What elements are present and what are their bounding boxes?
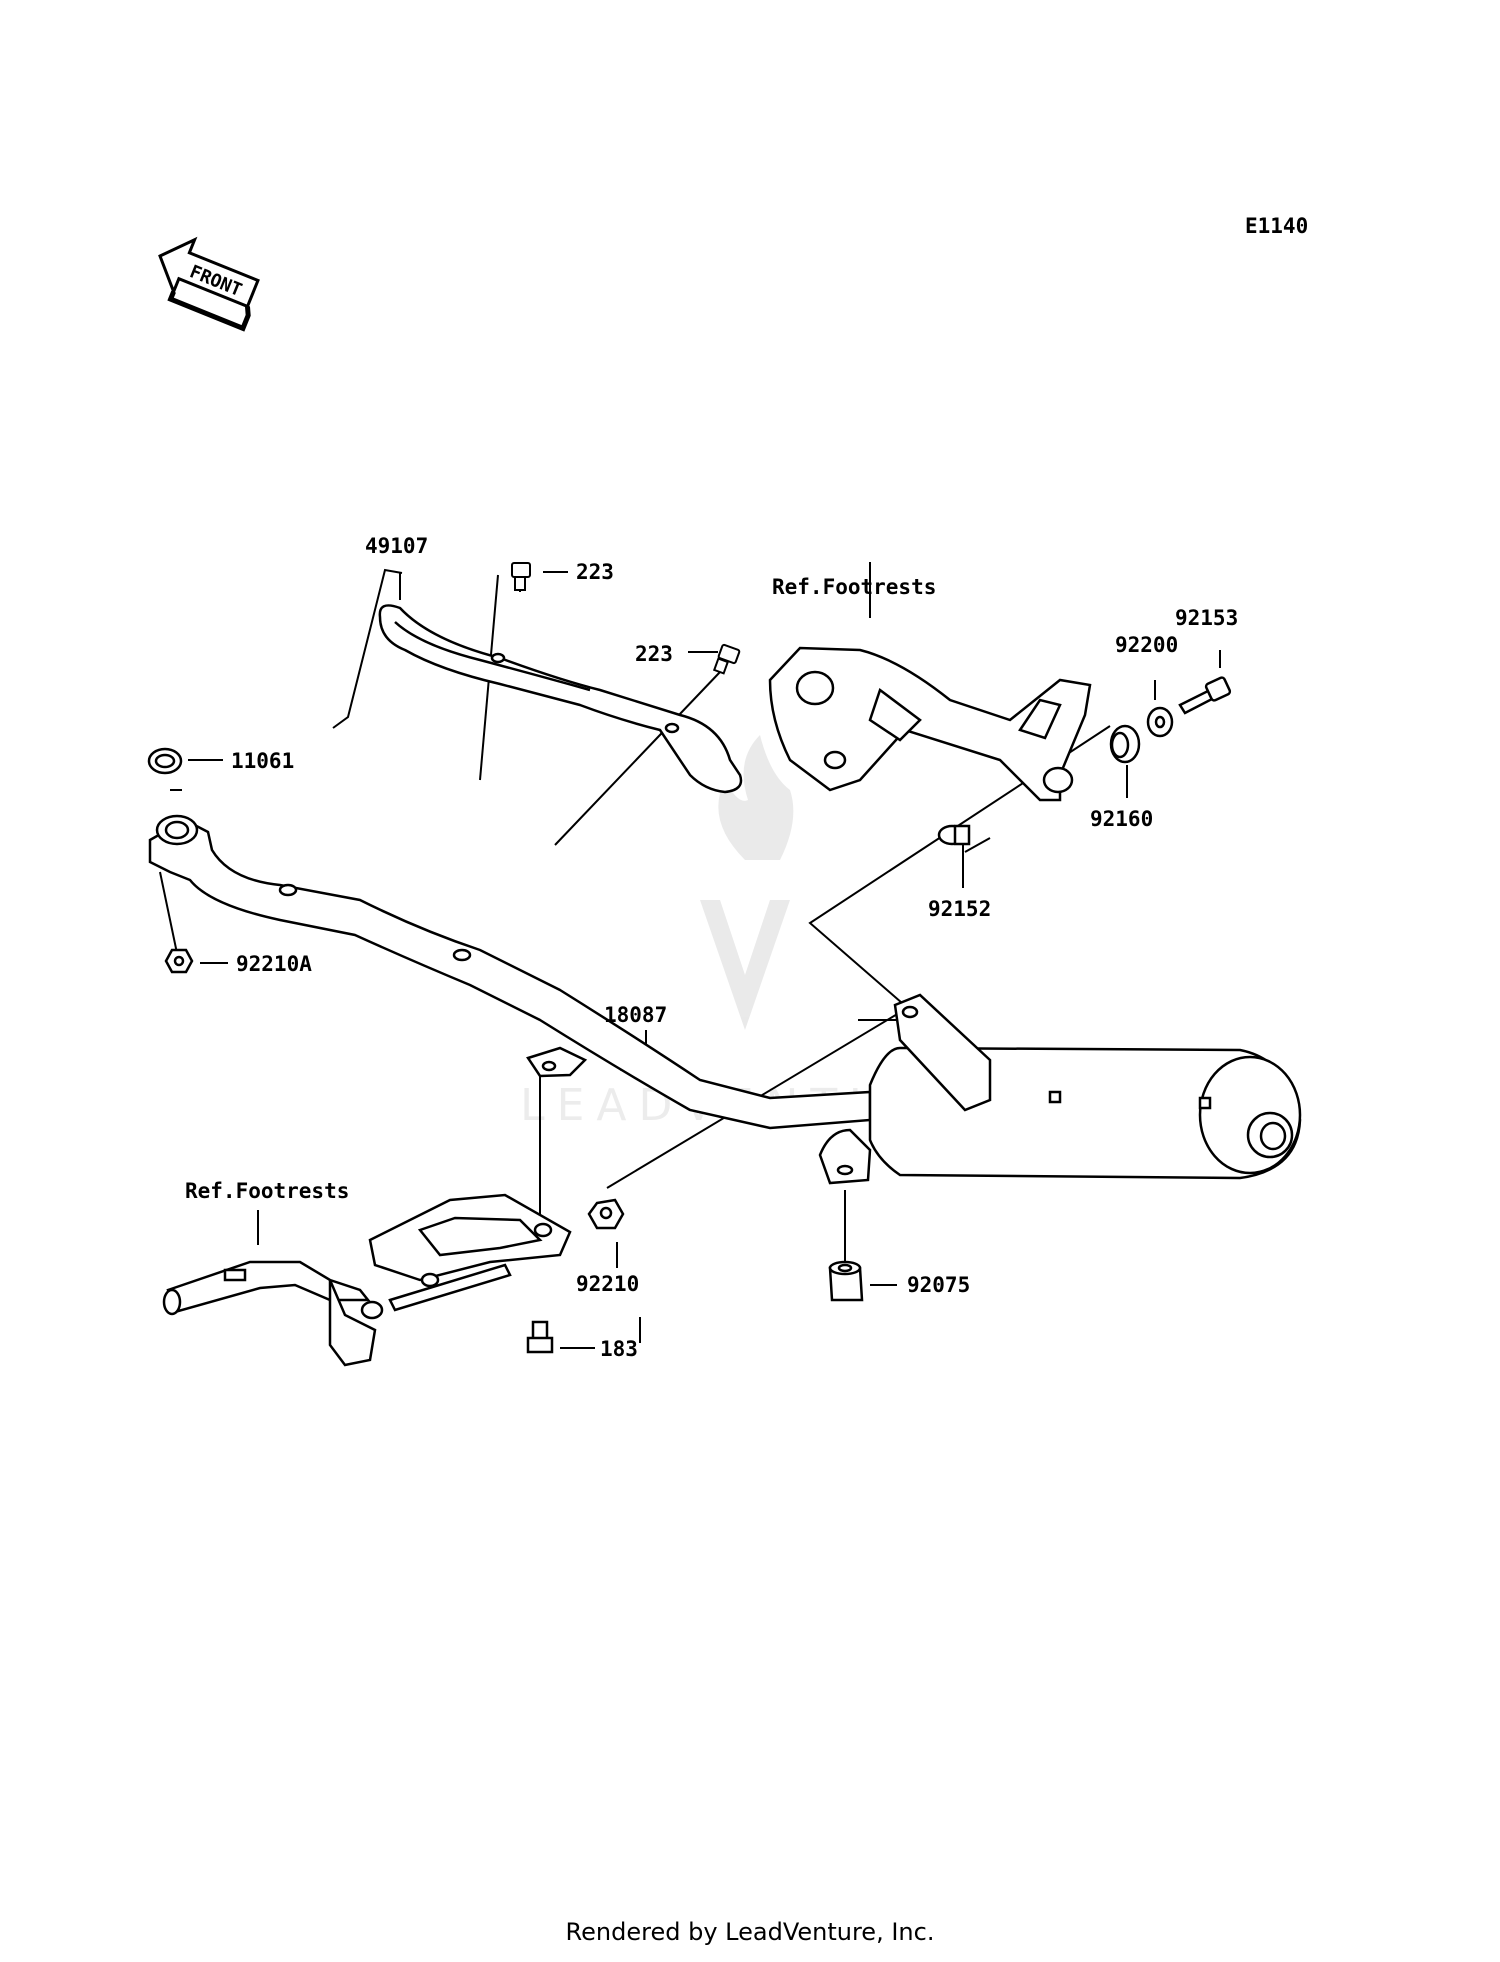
bolt-92153-icon: [1178, 676, 1232, 715]
upper-footrest-bracket-part: [768, 646, 1092, 802]
label-49107: 49107: [365, 534, 428, 558]
damper-92075-icon: [828, 1260, 864, 1302]
label-92075: 92075: [907, 1273, 970, 1297]
collar-92160-icon: [1109, 724, 1141, 764]
label-ref-footrests-upper: Ref.Footrests: [772, 575, 936, 599]
label-92153: 92153: [1175, 606, 1238, 630]
grommet-92152-icon: [937, 824, 971, 846]
nut-92210-icon: [587, 1198, 625, 1230]
footer-credit: Rendered by LeadVenture, Inc.: [565, 1918, 935, 1946]
label-92160: 92160: [1090, 807, 1153, 831]
exhaust-pipe-part: [148, 814, 872, 1130]
muffler-part: [818, 993, 1302, 1185]
bolt-223-upper-icon: [511, 562, 531, 592]
label-18087: 18087: [604, 1003, 667, 1027]
label-92152: 92152: [928, 897, 991, 921]
label-92210: 92210: [576, 1272, 639, 1296]
front-arrow-icon: FRONT: [158, 236, 260, 332]
washer-92200-icon: [1146, 706, 1174, 738]
label-223-upper: 223: [576, 560, 614, 584]
label-223-lower: 223: [635, 642, 673, 666]
label-ref-footrests-lower: Ref.Footrests: [185, 1179, 349, 1203]
heat-guard-part: [378, 604, 743, 794]
label-11061: 11061: [231, 749, 294, 773]
diagram-id: E1140: [1245, 214, 1308, 238]
bolt-183-icon: [526, 1320, 554, 1354]
label-183: 183: [600, 1337, 638, 1361]
nut-92210a-icon: [164, 948, 194, 974]
label-92200: 92200: [1115, 633, 1178, 657]
label-92210a: 92210A: [236, 952, 312, 976]
gasket-part: [147, 747, 183, 775]
lower-footrest-part: [162, 1193, 572, 1367]
bolt-223-lower-icon: [712, 643, 741, 675]
